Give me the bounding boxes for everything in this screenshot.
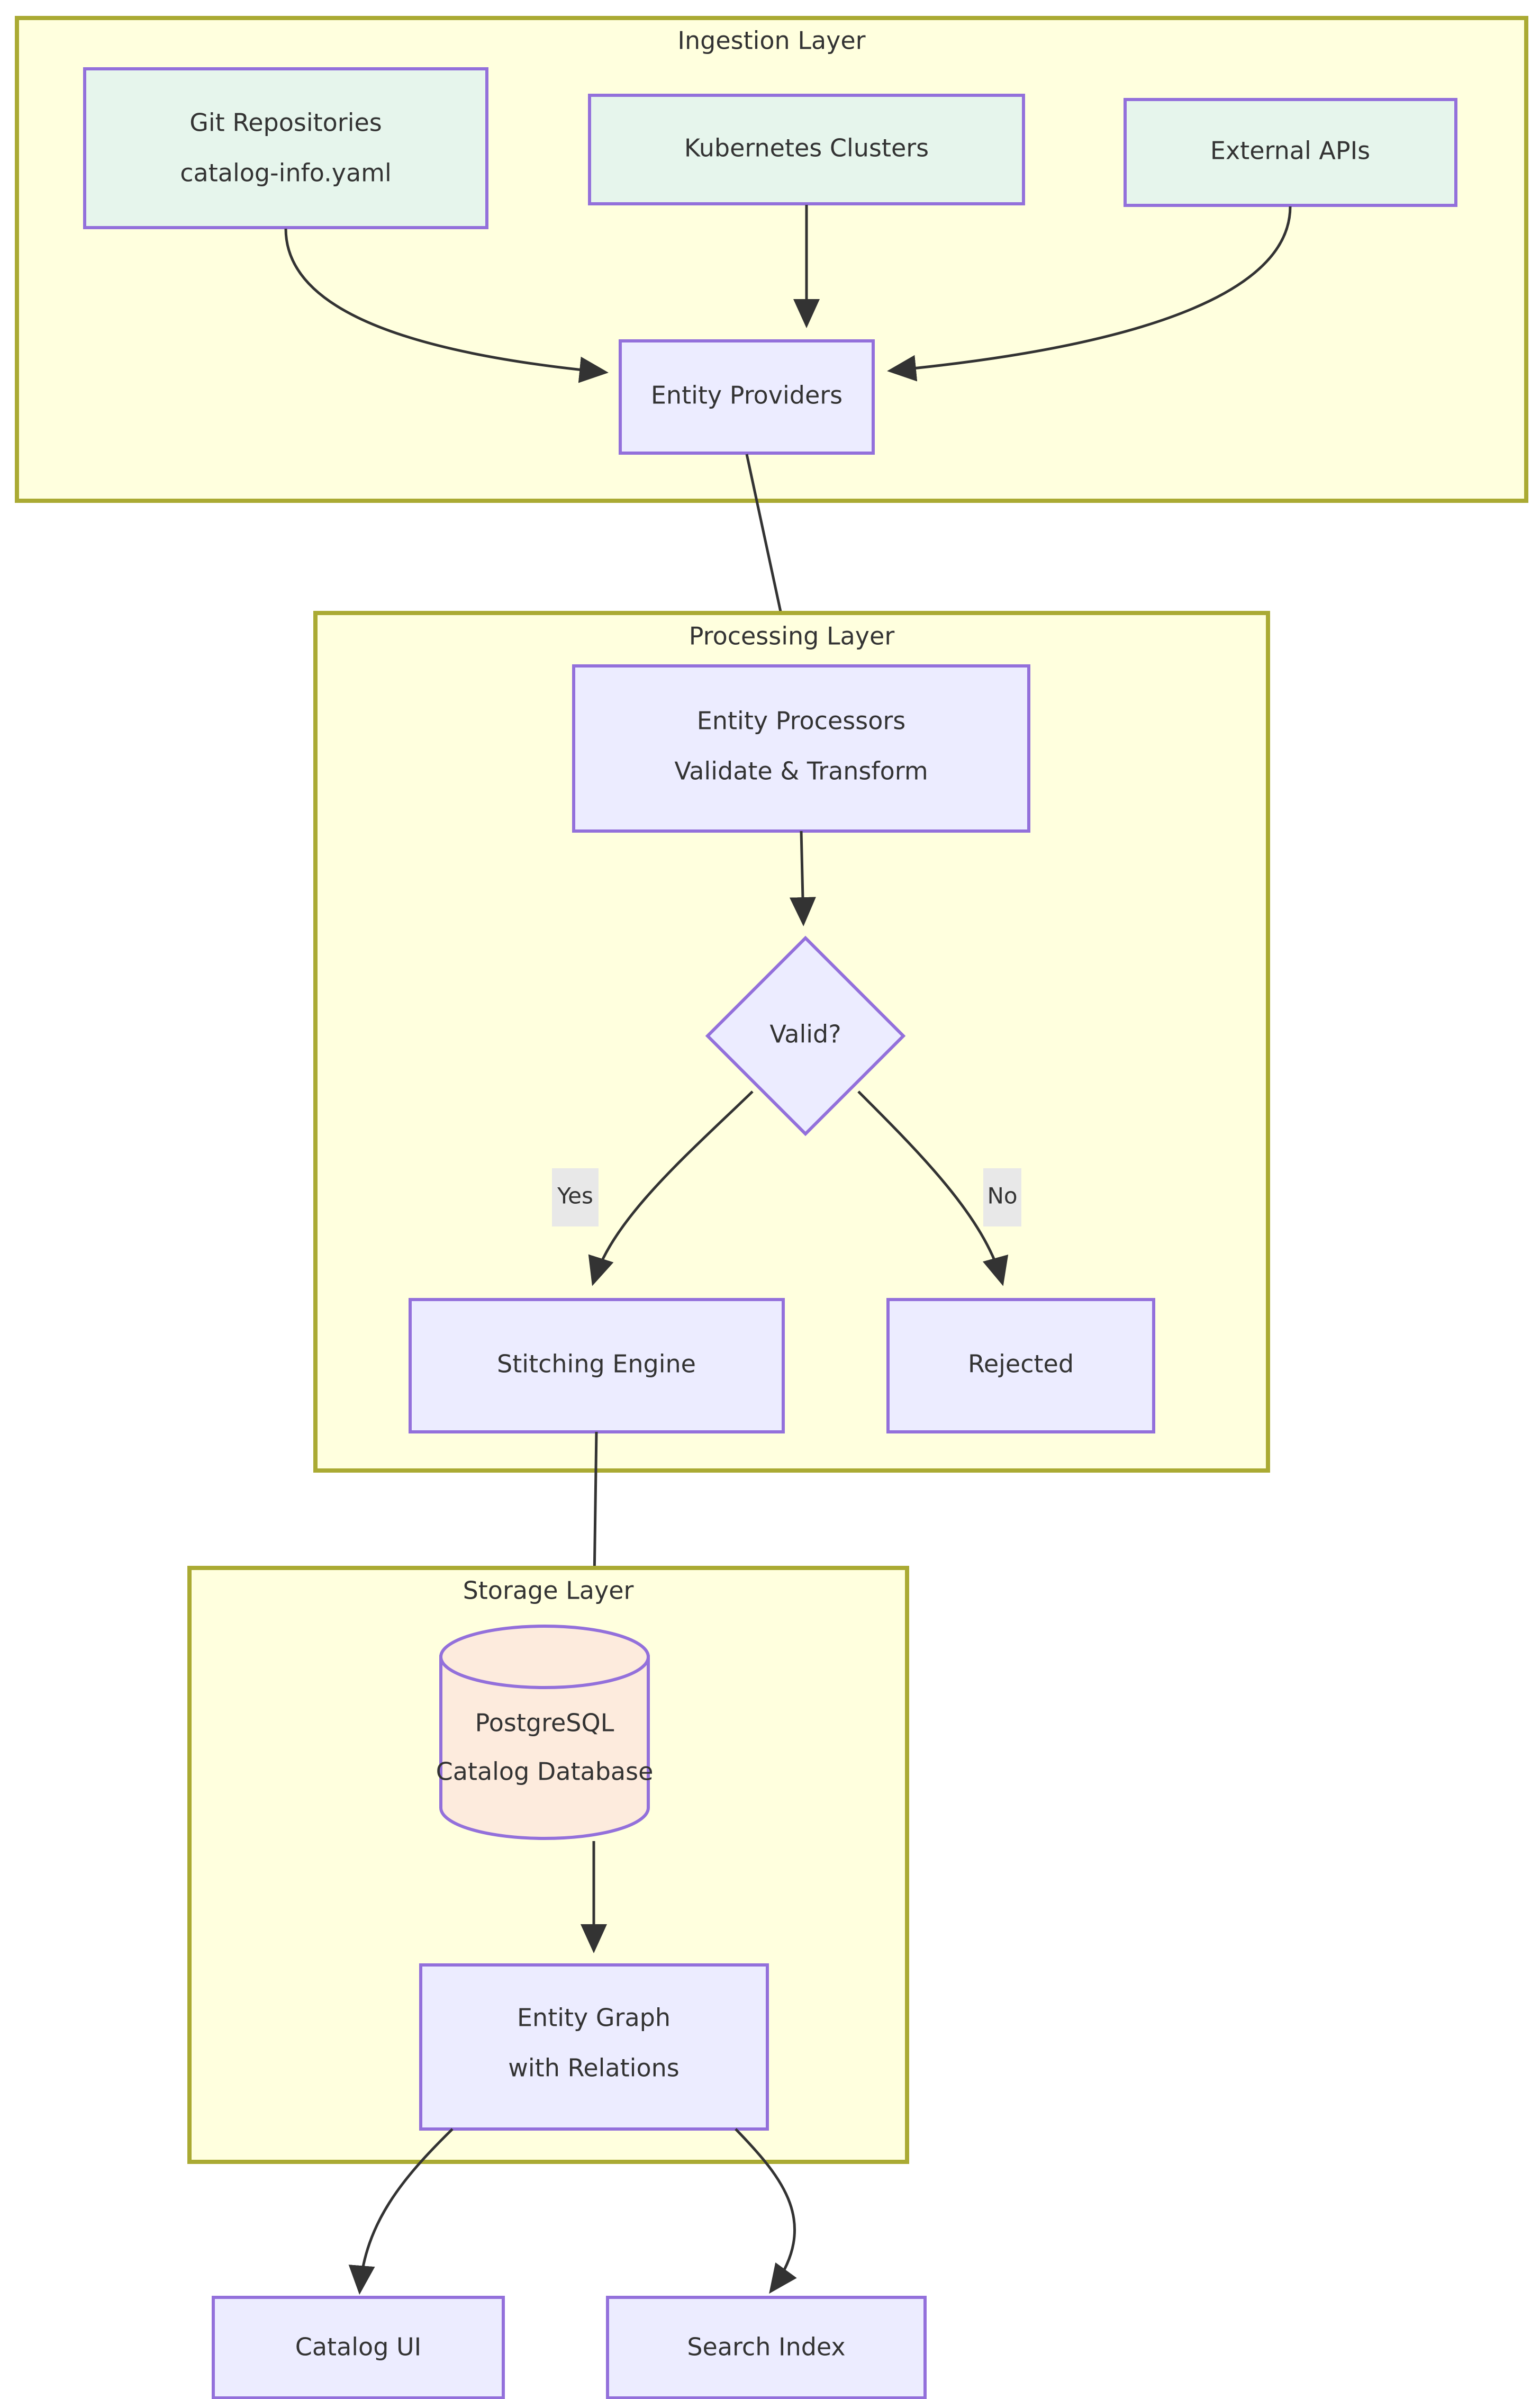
node-git-repositories-rect[interactable] — [83, 67, 488, 229]
node-stitching-engine-rect[interactable] — [409, 1298, 785, 1433]
node-valid-decision-shape[interactable] — [705, 935, 906, 1137]
edge-external-apis-to-entity-providers — [887, 206, 1292, 382]
edge-valid-no-to-rejected — [857, 1090, 1009, 1286]
node-search-index[interactable]: Search Index — [606, 2296, 927, 2399]
node-git-repositories[interactable]: Git Repositories catalog-info.yaml — [83, 67, 488, 229]
node-entity-graph-label-line1: Entity Graph — [517, 2004, 671, 2032]
node-kubernetes-clusters-rect[interactable] — [588, 94, 1025, 205]
node-rejected-label: Rejected — [968, 1350, 1074, 1378]
node-entity-providers[interactable]: Entity Providers — [619, 339, 875, 455]
node-search-index-label: Search Index — [687, 2333, 845, 2361]
cluster-processing-title: Processing Layer — [689, 622, 895, 651]
edge-label-yes: Yes — [552, 1168, 599, 1226]
node-kubernetes-clusters-label: Kubernetes Clusters — [684, 134, 929, 163]
node-kubernetes-clusters[interactable]: Kubernetes Clusters — [588, 94, 1025, 205]
edge-entity-graph-to-catalog-ui — [348, 2128, 454, 2295]
cluster-ingestion-title: Ingestion Layer — [677, 26, 865, 55]
node-postgresql-label-line2: Catalog Database — [436, 1757, 654, 1786]
node-entity-processors-label-line2: Validate & Transform — [674, 757, 928, 786]
node-postgresql-label-line1: PostgreSQL — [475, 1709, 614, 1737]
cluster-storage-title: Storage Layer — [463, 1576, 634, 1605]
node-catalog-ui-rect[interactable] — [212, 2296, 505, 2399]
node-catalog-ui[interactable]: Catalog UI — [212, 2296, 505, 2399]
edge-valid-yes-to-stitching-engine — [588, 1090, 754, 1286]
node-git-repositories-label-line1: Git Repositories — [189, 109, 382, 137]
node-git-repositories-label-line2: catalog-info.yaml — [180, 159, 392, 187]
node-search-index-rect[interactable] — [606, 2296, 927, 2399]
node-valid-decision[interactable]: Valid? — [705, 935, 906, 1137]
node-entity-graph-label-line2: with Relations — [508, 2054, 679, 2082]
node-entity-graph[interactable]: Entity Graph with Relations — [419, 1963, 769, 2131]
edge-label-no-bg — [983, 1168, 1021, 1226]
node-entity-graph-rect[interactable] — [419, 1963, 769, 2131]
edge-entity-processors-to-valid — [789, 831, 816, 926]
node-external-apis-rect[interactable] — [1124, 98, 1457, 207]
edge-label-yes-bg — [552, 1168, 599, 1226]
node-valid-decision-label: Valid? — [769, 1020, 841, 1049]
edge-git-to-entity-providers — [284, 228, 609, 383]
node-postgresql-cylinder-body[interactable] — [439, 1655, 650, 1840]
node-postgresql-cylinder-top[interactable] — [439, 1625, 650, 1689]
node-rejected[interactable]: Rejected — [886, 1298, 1155, 1433]
node-entity-processors[interactable]: Entity Processors Validate & Transform — [572, 664, 1030, 833]
node-external-apis[interactable]: External APIs — [1124, 98, 1457, 207]
node-rejected-rect[interactable] — [886, 1298, 1155, 1433]
node-catalog-ui-label: Catalog UI — [295, 2333, 422, 2361]
node-entity-providers-label: Entity Providers — [651, 381, 843, 410]
node-postgresql-catalog-database[interactable]: PostgreSQL Catalog Database — [436, 1625, 654, 1840]
edge-label-no: No — [983, 1168, 1021, 1226]
node-stitching-engine[interactable]: Stitching Engine — [409, 1298, 785, 1433]
node-entity-processors-rect[interactable] — [572, 664, 1030, 833]
node-stitching-engine-label: Stitching Engine — [497, 1350, 696, 1378]
edge-entity-graph-to-search-index — [735, 2128, 797, 2294]
node-entity-processors-label-line1: Entity Processors — [697, 707, 905, 735]
node-entity-providers-rect[interactable] — [619, 339, 875, 455]
edge-label-yes-text: Yes — [557, 1183, 593, 1209]
node-external-apis-label: External APIs — [1210, 137, 1370, 165]
edge-label-no-text: No — [987, 1183, 1017, 1209]
